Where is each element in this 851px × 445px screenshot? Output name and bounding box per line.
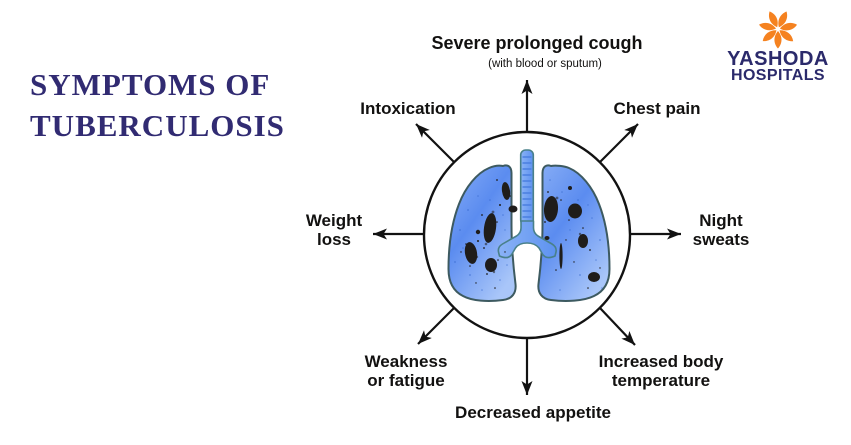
symptom-label-increased-body-temperature: Increased body temperature (598, 352, 724, 390)
lesion-speckles (460, 179, 601, 289)
arrow-top-right (599, 123, 639, 163)
symptom-label-chest-pain: Chest pain (613, 99, 701, 118)
lungs-illustration (447, 149, 611, 302)
symptom-label-weight-loss: Weight loss (305, 211, 363, 249)
trachea-ribs (522, 156, 532, 218)
symptom-label-weakness-or-fatigue: Weakness or fatigue (364, 352, 448, 390)
symptom-arrows (373, 80, 681, 395)
arrow-bottom-right (599, 307, 636, 346)
symptom-label-severe-prolonged-cough: Severe prolonged cough (431, 33, 643, 53)
symptom-sublabel-with-blood-or-sputum: (with blood or sputum) (488, 58, 602, 70)
symptom-label-night-sweats: Night sweats (692, 211, 750, 249)
lung-texture-dots (454, 179, 603, 291)
arrow-bottom-left (417, 307, 455, 345)
yashoda-hospitals-logo: YASHODA HOSPITALS (718, 8, 838, 84)
page-title: SYMPTOMS OF TUBERCULOSIS (30, 64, 285, 146)
logo-subname: HOSPITALS (731, 67, 825, 84)
symptom-label-intoxication: Intoxication (360, 99, 456, 118)
logo-flower-icon (758, 11, 798, 49)
tb-lesions (464, 182, 600, 282)
symptom-label-decreased-appetite: Decreased appetite (455, 403, 611, 422)
arrow-top-left (415, 123, 455, 163)
page-title-line1: SYMPTOMS OF (30, 67, 271, 102)
bronchi (497, 220, 557, 259)
page-title-line2: TUBERCULOSIS (30, 108, 285, 143)
logo-name: YASHODA (727, 48, 829, 70)
